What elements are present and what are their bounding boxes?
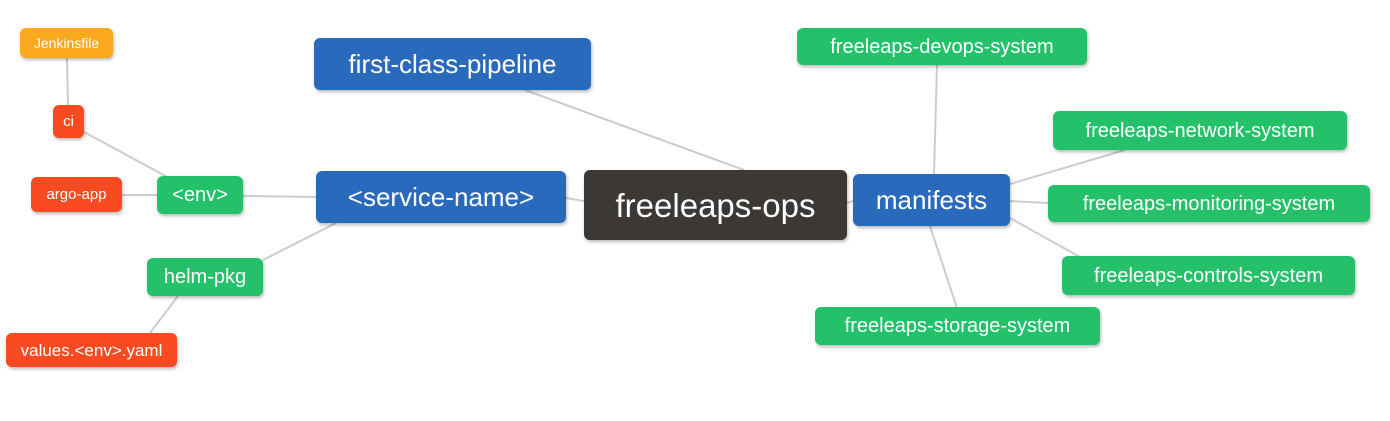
edge-manifests-to-freeleaps-storage-system: [929, 225, 958, 309]
edge-manifests-to-freeleaps-network-system: [1009, 149, 1126, 185]
node-freeleaps-monitoring-system[interactable]: freeleaps-monitoring-system: [1048, 185, 1370, 222]
node-freeleaps-ops[interactable]: freeleaps-ops: [584, 170, 847, 240]
node-freeleaps-network-system[interactable]: freeleaps-network-system: [1053, 111, 1347, 150]
node-freeleaps-storage-system[interactable]: freeleaps-storage-system: [815, 307, 1100, 345]
edge-manifests-to-freeleaps-monitoring-system: [1009, 200, 1049, 204]
node-manifests[interactable]: manifests: [853, 174, 1010, 226]
edge-manifests-to-freeleaps-controls-system: [1009, 217, 1081, 258]
node-values-env-yaml[interactable]: values.<env>.yaml: [6, 333, 177, 367]
edge-jenkinsfile-to-ci: [66, 57, 69, 106]
node-first-class-pipeline[interactable]: first-class-pipeline: [314, 38, 591, 90]
edge-manifests-to-freeleaps-devops-system: [933, 64, 938, 175]
edge-service-name-to-freeleaps-ops: [565, 197, 585, 202]
node-env[interactable]: <env>: [157, 176, 243, 214]
edge-helm-pkg-to-service-name: [262, 222, 337, 261]
node-helm-pkg[interactable]: helm-pkg: [147, 258, 263, 296]
edge-env-to-service-name: [242, 195, 317, 198]
edge-ci-to-env: [83, 131, 172, 180]
node-freeleaps-controls-system[interactable]: freeleaps-controls-system: [1062, 256, 1355, 295]
node-freeleaps-devops-system[interactable]: freeleaps-devops-system: [797, 28, 1087, 65]
edge-values-env-yaml-to-helm-pkg: [149, 295, 179, 334]
node-argo-app[interactable]: argo-app: [31, 177, 122, 212]
node-service-name[interactable]: <service-name>: [316, 171, 566, 223]
edge-first-class-pipeline-to-freeleaps-ops: [524, 89, 745, 171]
node-jenkinsfile[interactable]: Jenkinsfile: [20, 28, 113, 58]
node-ci[interactable]: ci: [53, 105, 84, 138]
